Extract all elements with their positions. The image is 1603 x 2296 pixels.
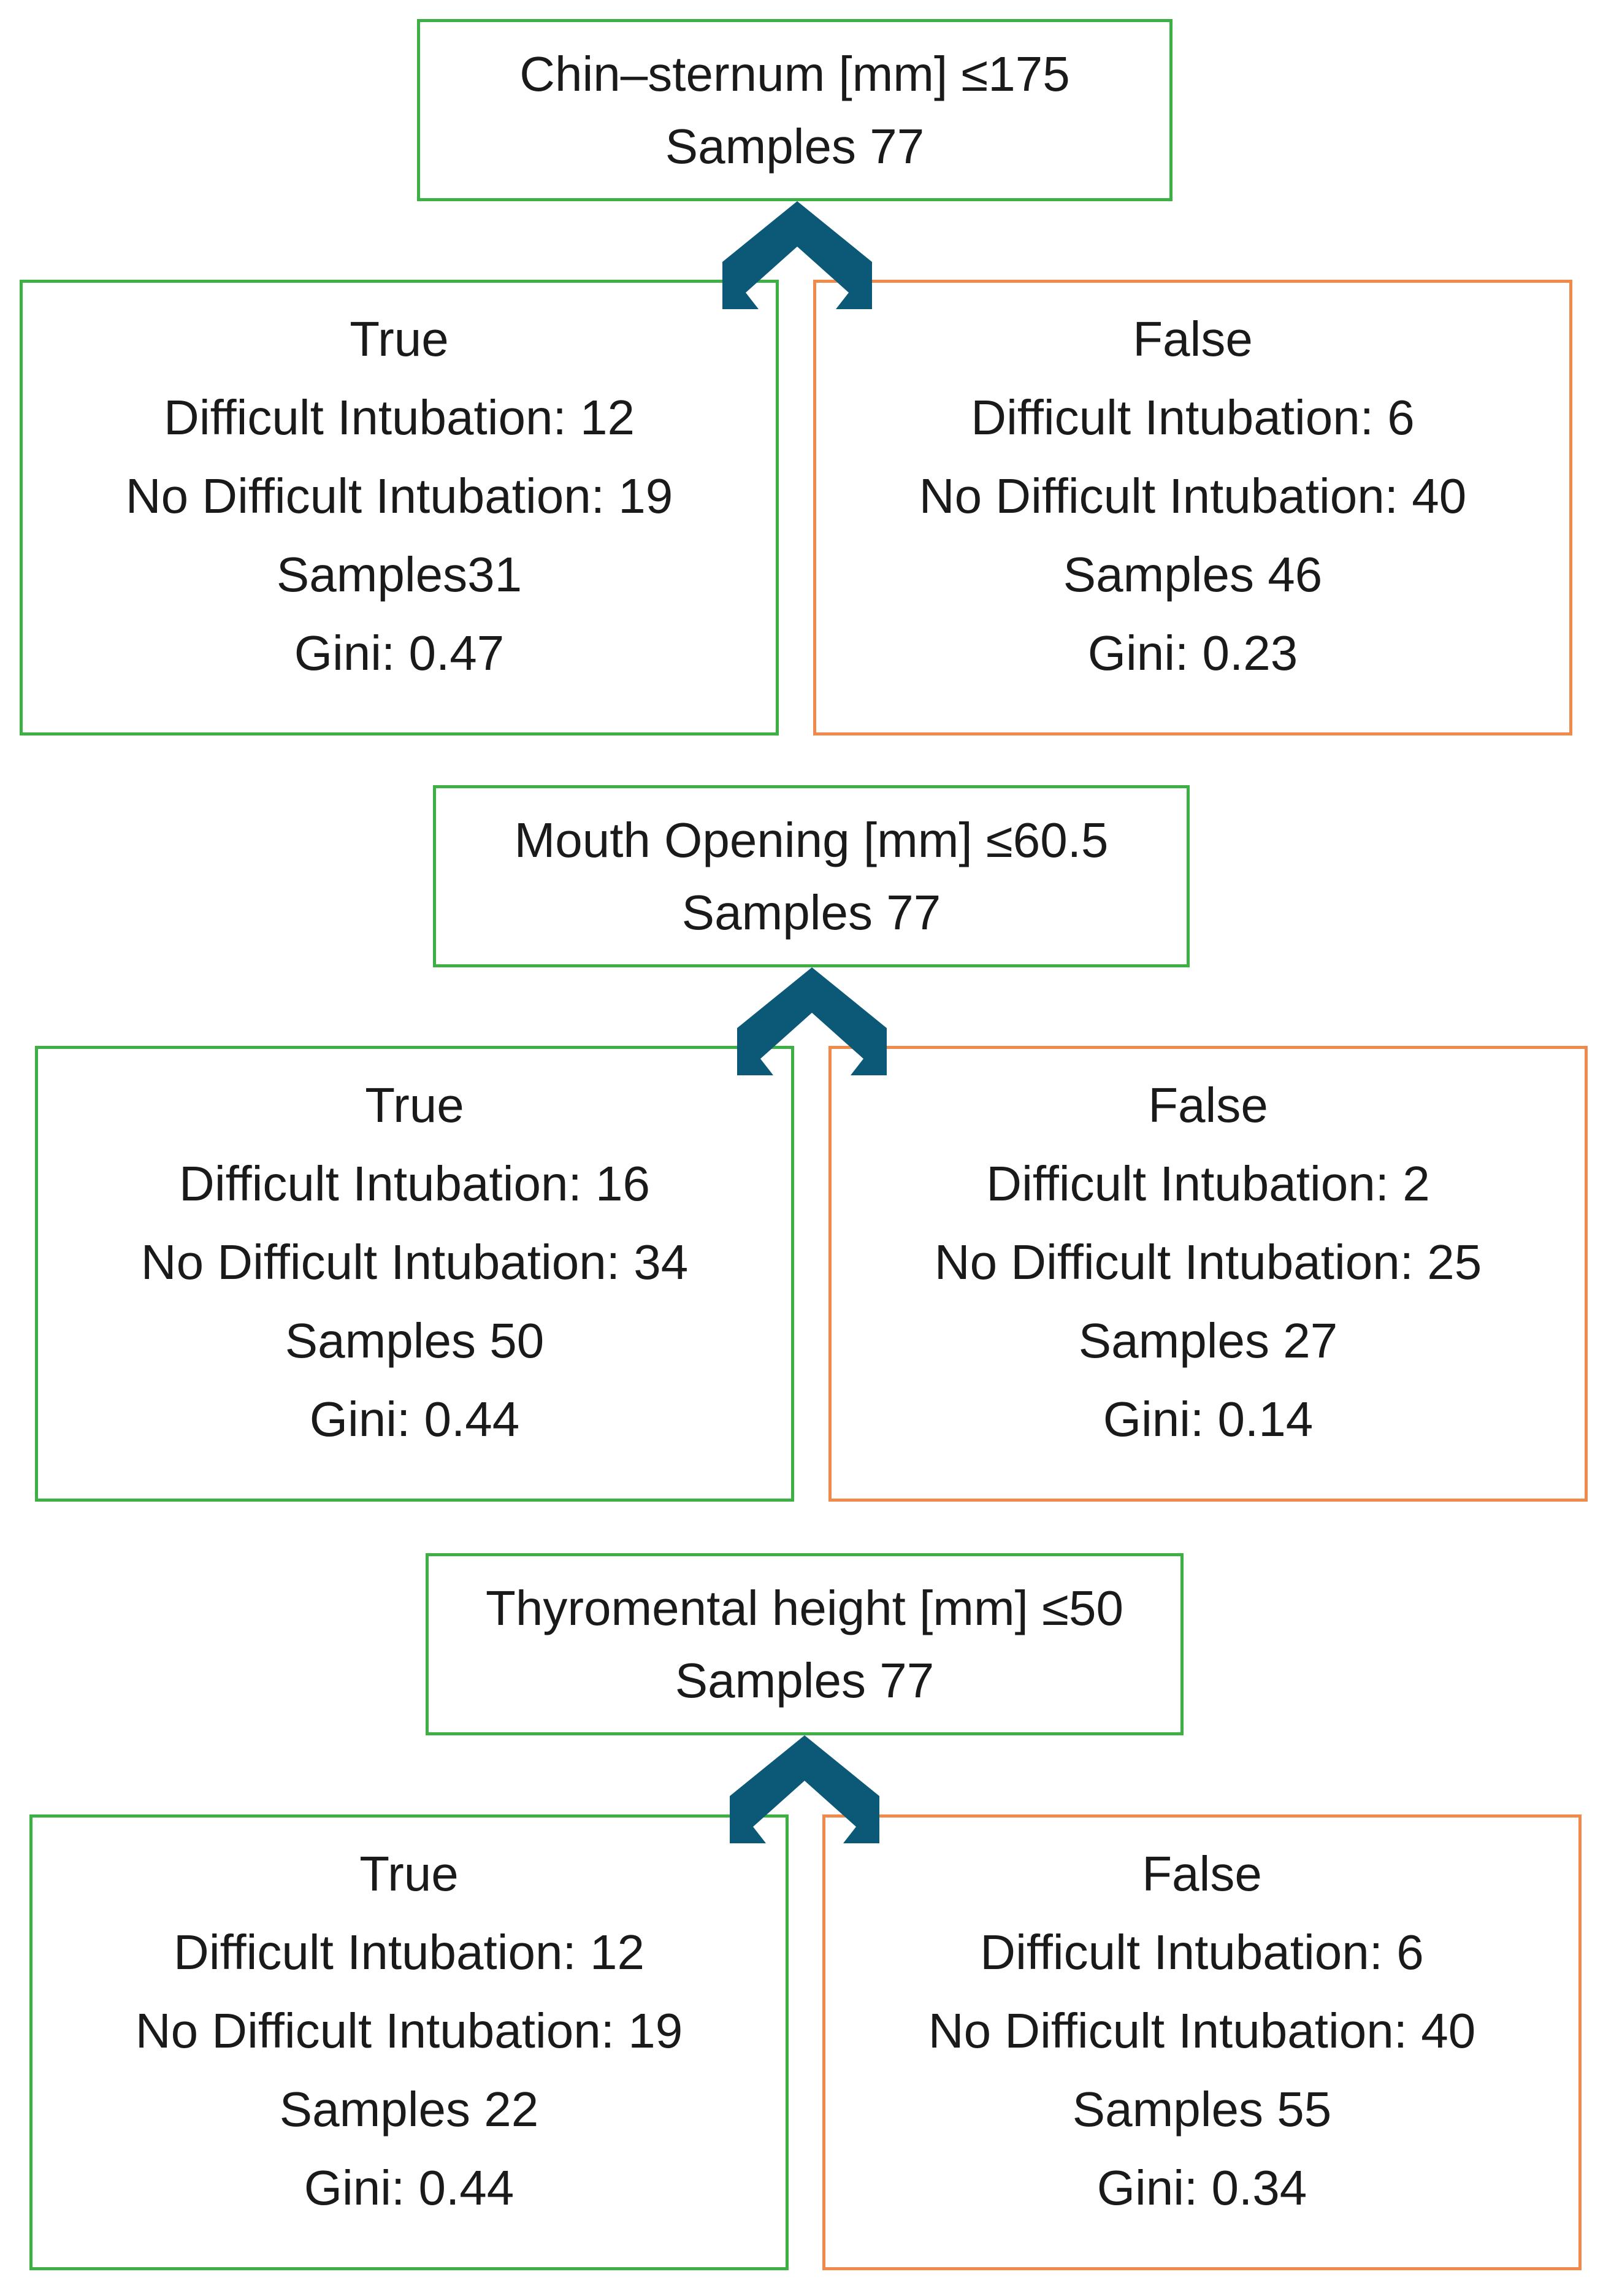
samples-count: Samples 27 <box>1078 1313 1338 1368</box>
node-header: False <box>1133 312 1253 366</box>
gini-value: Gini: 0.23 <box>1087 626 1298 680</box>
condition-samples: Samples 77 <box>681 885 941 940</box>
split-3-false-node: False Difficult Intubation: 6 No Difficu… <box>822 1814 1582 2270</box>
gini-value: Gini: 0.34 <box>1096 2160 1307 2215</box>
split-3-condition-node: Thyromental height [mm] ≤50 Samples 77 <box>426 1553 1184 1735</box>
difficult-intubation-count: Difficult Intubation: 16 <box>179 1156 650 1211</box>
condition-label: Thyromental height [mm] ≤50 <box>486 1580 1123 1635</box>
split-1-false-node: False Difficult Intubation: 6 No Difficu… <box>813 280 1572 735</box>
difficult-intubation-count: Difficult Intubation: 12 <box>174 1925 645 1979</box>
samples-count: Samples 46 <box>1063 547 1323 602</box>
condition-samples: Samples 77 <box>675 1653 935 1708</box>
no-difficult-intubation-count: No Difficult Intubation: 19 <box>135 2003 683 2058</box>
condition-samples: Samples 77 <box>665 118 925 174</box>
split-chevron-arrow-icon <box>730 1735 879 1843</box>
node-header: False <box>1142 1846 1262 1901</box>
condition-label: Chin–sternum [mm] ≤175 <box>519 46 1070 101</box>
node-header: True <box>359 1846 459 1901</box>
node-header: True <box>350 312 449 366</box>
difficult-intubation-count: Difficult Intubation: 6 <box>971 390 1415 445</box>
no-difficult-intubation-count: No Difficult Intubation: 25 <box>934 1235 1482 1289</box>
no-difficult-intubation-count: No Difficult Intubation: 34 <box>140 1235 689 1289</box>
split-1-condition-node: Chin–sternum [mm] ≤175 Samples 77 <box>417 19 1173 201</box>
gini-value: Gini: 0.47 <box>294 626 505 680</box>
gini-value: Gini: 0.14 <box>1103 1392 1314 1446</box>
split-2-false-node: False Difficult Intubation: 2 No Difficu… <box>828 1046 1588 1502</box>
samples-count: Samples31 <box>276 547 522 602</box>
samples-count: Samples 22 <box>279 2082 539 2137</box>
difficult-intubation-count: Difficult Intubation: 6 <box>980 1925 1424 1979</box>
samples-count: Samples 55 <box>1072 2082 1332 2137</box>
no-difficult-intubation-count: No Difficult Intubation: 19 <box>125 469 673 523</box>
samples-count: Samples 50 <box>285 1313 545 1368</box>
split-chevron-arrow-icon <box>737 967 887 1075</box>
no-difficult-intubation-count: No Difficult Intubation: 40 <box>919 469 1467 523</box>
split-3-true-node: True Difficult Intubation: 12 No Difficu… <box>29 1814 789 2270</box>
split-2-condition-node: Mouth Opening [mm] ≤60.5 Samples 77 <box>433 785 1190 967</box>
no-difficult-intubation-count: No Difficult Intubation: 40 <box>928 2003 1476 2058</box>
split-1-true-node: True Difficult Intubation: 12 No Difficu… <box>20 280 779 735</box>
gini-value: Gini: 0.44 <box>304 2160 515 2215</box>
node-header: False <box>1148 1078 1268 1132</box>
gini-value: Gini: 0.44 <box>309 1392 520 1446</box>
difficult-intubation-count: Difficult Intubation: 2 <box>986 1156 1430 1211</box>
node-header: True <box>365 1078 464 1132</box>
split-2-true-node: True Difficult Intubation: 16 No Difficu… <box>35 1046 794 1502</box>
condition-label: Mouth Opening [mm] ≤60.5 <box>514 812 1109 867</box>
split-chevron-arrow-icon <box>722 201 872 309</box>
difficult-intubation-count: Difficult Intubation: 12 <box>164 390 635 445</box>
